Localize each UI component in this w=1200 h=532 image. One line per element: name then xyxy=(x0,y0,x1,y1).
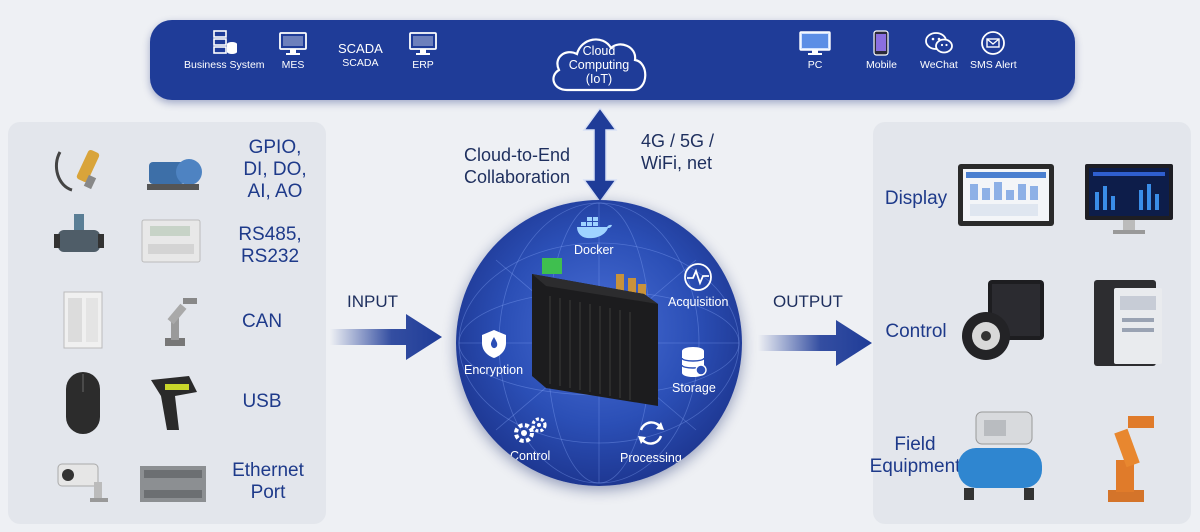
pc-monitor-icon xyxy=(799,31,831,55)
collaboration-line1: Cloud-to-End xyxy=(463,145,571,165)
mes-label: MES xyxy=(281,59,305,71)
scada-title: SCADA xyxy=(338,41,383,56)
energy-meter-icon xyxy=(141,219,201,263)
can-label: CAN xyxy=(241,311,283,332)
output-arrow xyxy=(758,320,872,366)
industrial-robot-icon xyxy=(1108,416,1154,502)
network-line2: WiFi, net xyxy=(641,153,713,173)
cycle-arrows-icon xyxy=(637,421,664,445)
erp-item: ERP xyxy=(408,30,438,71)
docker-icon xyxy=(576,217,612,239)
network-line1: 4G / 5G / xyxy=(641,131,715,151)
ethernet-label: Ethernet Port xyxy=(222,460,314,504)
erp-label: ERP xyxy=(412,59,434,71)
hmi-display-icon xyxy=(958,164,1054,226)
database-icon xyxy=(681,347,707,377)
gpio-line1: GPIO, xyxy=(248,137,302,158)
cloud-label: Cloud Computing (IoT) xyxy=(545,44,653,86)
servo-motor-icon xyxy=(962,280,1044,360)
control-cabinet-icon xyxy=(63,291,103,349)
display-label: Display xyxy=(884,188,948,209)
edge-gateway-globe: Docker Acquisition Encryption Storage xyxy=(456,200,742,486)
ethernet-line1: Ethernet xyxy=(232,460,304,481)
computer-icon xyxy=(409,32,437,55)
field-equipment-label: Field Equipment xyxy=(862,434,968,478)
input-arrow xyxy=(330,314,442,360)
encryption-feature: Encryption xyxy=(464,328,523,377)
wechat-icon xyxy=(924,32,953,54)
dashboard-monitor-icon xyxy=(1085,164,1173,234)
shield-icon xyxy=(481,330,506,358)
bidirectional-arrow xyxy=(582,108,618,202)
business-system-label: Business System xyxy=(184,59,265,71)
pc-item: PC xyxy=(798,30,832,71)
signal-wave-icon xyxy=(684,263,713,291)
rs485-label: RS485, RS232 xyxy=(228,224,312,268)
encryption-label: Encryption xyxy=(464,363,524,377)
sms-alert-label: SMS Alert xyxy=(970,59,1017,71)
barcode-scanner-icon xyxy=(151,376,197,430)
rs485-line2: RS232 xyxy=(240,246,300,267)
server-icon xyxy=(213,30,238,54)
gpio-line2: DI, DO, xyxy=(243,159,307,180)
envelope-icon xyxy=(981,31,1006,55)
mouse-icon xyxy=(66,372,100,434)
acquisition-label: Acquisition xyxy=(668,295,729,309)
gpio-label: GPIO, DI, DO, AI, AO xyxy=(230,137,320,203)
mobile-item: Mobile xyxy=(866,30,897,71)
monitor-icon xyxy=(279,32,307,55)
gears-icon xyxy=(514,417,547,443)
plc-controller-icon xyxy=(140,466,206,502)
inverter-drive-icon xyxy=(1094,280,1162,366)
control-label: Control xyxy=(510,449,551,463)
network-label: 4G / 5G / WiFi, net xyxy=(641,130,714,174)
cloud-icon xyxy=(552,38,647,92)
collaboration-label: Cloud-to-End Collaboration xyxy=(455,144,579,188)
storage-feature: Storage xyxy=(672,346,716,395)
usb-label: USB xyxy=(242,391,282,412)
sensor-probe-icon xyxy=(55,149,100,192)
storage-label: Storage xyxy=(672,381,716,395)
input-label: INPUT xyxy=(347,292,398,311)
ethernet-line2: Port xyxy=(250,482,286,503)
processing-label: Processing xyxy=(620,451,682,465)
field-equipment-line1: Field xyxy=(894,434,936,455)
edge-gateway-device xyxy=(532,258,658,406)
sms-alert-item: SMS Alert xyxy=(970,30,1017,71)
mobile-label: Mobile xyxy=(866,59,897,71)
air-compressor-icon xyxy=(958,411,1042,500)
business-system-item: Business System xyxy=(184,30,265,71)
scada-subtitle: SCADA xyxy=(342,57,379,69)
security-camera-icon xyxy=(57,463,108,502)
cloud-label-line3: (IoT) xyxy=(585,72,613,86)
rs485-line1: RS485, xyxy=(238,224,302,245)
docker-label: Docker xyxy=(574,243,614,257)
acquisition-feature: Acquisition xyxy=(668,262,728,309)
cloud-label-line2: Computing xyxy=(568,58,630,72)
robot-arm-icon xyxy=(165,298,197,346)
gpio-line3: AI, AO xyxy=(247,181,303,202)
processing-feature: Processing xyxy=(620,418,682,465)
control-output-label: Control xyxy=(885,321,947,342)
collaboration-line2: Collaboration xyxy=(463,167,571,187)
cloud-computing-node: Cloud Computing (IoT) xyxy=(545,28,653,96)
control-feature: Control xyxy=(510,416,550,463)
docker-feature: Docker xyxy=(574,214,614,257)
pc-label: PC xyxy=(807,59,823,71)
blower-motor-icon xyxy=(147,159,202,190)
output-label: OUTPUT xyxy=(773,292,843,311)
mes-item: MES xyxy=(278,30,308,71)
cloud-label-line1: Cloud xyxy=(582,44,616,58)
scada-item: SCADA SCADA xyxy=(338,42,383,70)
mobile-phone-icon xyxy=(873,30,890,56)
flowmeter-icon xyxy=(54,214,104,252)
wechat-label: WeChat xyxy=(920,59,958,71)
wechat-item: WeChat xyxy=(920,30,958,71)
field-equipment-line2: Equipment xyxy=(869,456,961,477)
